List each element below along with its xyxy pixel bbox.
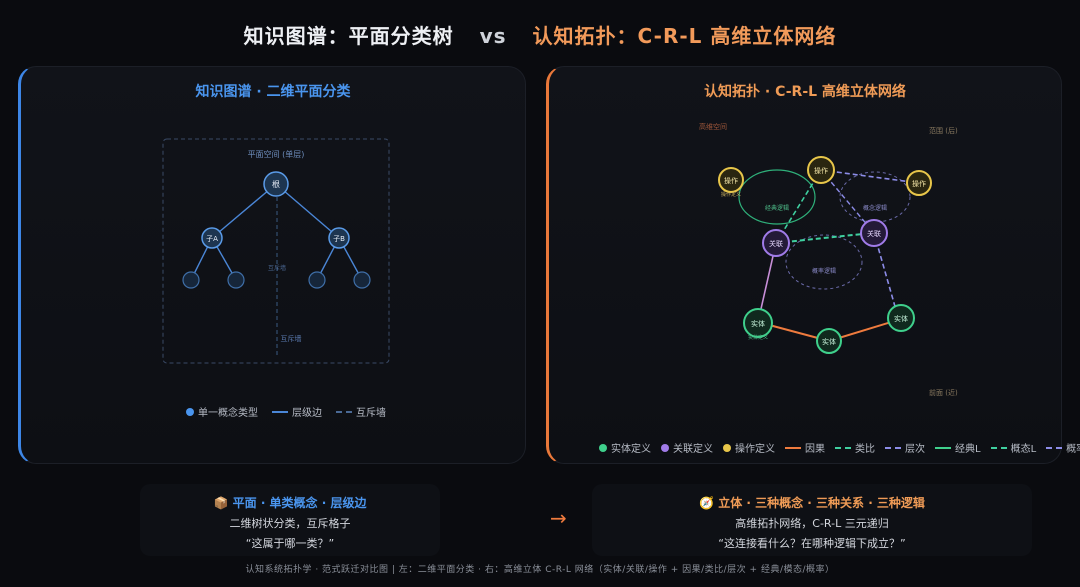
hierarchy-edge xyxy=(820,169,920,184)
left-panel: 知识图谱 · 二维平面分类 平面空间 (单层) 互斥墙 互斥墙 根 子A 子B … xyxy=(18,66,526,464)
legend-causal: 因果 xyxy=(785,440,825,455)
tree-edge xyxy=(211,183,277,239)
wall-label: 互斥墙 xyxy=(281,334,302,343)
right-panel-title: 认知拓扑 · C-R-L 高维立体网络 xyxy=(704,84,906,100)
relation-dot-icon xyxy=(661,443,669,452)
svg-text:概念逻辑: 概念逻辑 xyxy=(863,204,887,212)
left-summary-card: 📦 平面 · 单类概念 · 层级边 二维树状分类，互斥格子 “这属于哪一类？” xyxy=(140,484,440,556)
legend-item-wall: 互斥墙 xyxy=(336,404,386,419)
legend-item-concept: 单一概念类型 xyxy=(186,404,258,419)
operation-node xyxy=(718,167,744,193)
right-summary-card: 🧭 立体 · 三种概念 · 三种关系 · 三种逻辑 高维拓扑网络，C-R-L 三… xyxy=(592,484,1032,556)
svg-text:实体定义: 实体定义 xyxy=(748,334,768,341)
right-card-line2: “这连接看什么？在哪种逻辑下成立？” xyxy=(718,537,906,550)
leaf-node xyxy=(308,271,326,289)
arrow-right-icon: → xyxy=(550,506,567,530)
tree-edge xyxy=(275,183,340,239)
legend-prob: 概率L xyxy=(1046,440,1080,455)
child-a-label: 子A xyxy=(206,235,218,243)
entity-node xyxy=(887,304,915,332)
title-vs: vs xyxy=(479,24,507,48)
legend-relation: 关联定义 xyxy=(661,440,713,455)
legend-analogy: 类比 xyxy=(835,440,875,455)
svg-text:概率逻辑: 概率逻辑 xyxy=(812,267,836,275)
root-node xyxy=(263,171,289,197)
svg-text:经典逻辑: 经典逻辑 xyxy=(765,204,789,212)
left-card-line2: “这属于哪一类？” xyxy=(245,537,335,550)
svg-text:操作: 操作 xyxy=(814,166,828,175)
corner-label-br: 前面 (近) xyxy=(929,388,958,397)
causal-line-icon xyxy=(785,446,801,449)
legend-classic: 经典L xyxy=(935,440,981,455)
left-panel-title: 知识图谱 · 二维平面分类 xyxy=(195,84,351,100)
right-card-head: 🧭 立体 · 三种概念 · 三种关系 · 三种逻辑 xyxy=(699,496,925,510)
leaf-node xyxy=(182,271,200,289)
title-left: 知识图谱：平面分类树 xyxy=(243,24,454,48)
child-b-label: 子B xyxy=(333,235,345,243)
child-a-node xyxy=(201,227,223,249)
svg-text:实体: 实体 xyxy=(822,337,836,346)
legend-entity: 实体定义 xyxy=(599,440,651,455)
concept-logic-region xyxy=(839,171,911,223)
corner-label-tr: 范围 (后) xyxy=(929,126,958,135)
concept-dot-icon xyxy=(186,407,194,416)
analogy-edge xyxy=(775,232,873,244)
mid-wall-label: 互斥墙 xyxy=(268,264,286,272)
analogy-line-icon xyxy=(835,446,851,449)
root-node-label: 根 xyxy=(272,179,280,189)
hierarchy-line-icon xyxy=(885,446,901,449)
plane-frame xyxy=(162,138,390,364)
right-card-line1: 高维拓扑网络，C-R-L 三元递归 xyxy=(735,517,889,530)
compass-icon: 🧭 xyxy=(699,496,714,510)
leaf-node xyxy=(227,271,245,289)
plane-frame-label: 平面空间 (单层) xyxy=(248,149,305,159)
child-b-node xyxy=(328,227,350,249)
svg-text:实体: 实体 xyxy=(894,314,908,323)
svg-text:实体: 实体 xyxy=(751,319,765,328)
entity-node xyxy=(816,328,842,354)
svg-text:操作定义: 操作定义 xyxy=(721,191,741,198)
legend-item-edge: 层级边 xyxy=(272,404,322,419)
topology-diagram: 高维空间 范围 (后) 前面 (近) 经典逻辑 概念逻辑 概率逻辑 操作 操作定… xyxy=(699,122,958,397)
svg-text:关联: 关联 xyxy=(769,239,783,248)
left-card-head: 📦 平面 · 单类概念 · 层级边 xyxy=(213,496,367,510)
tree-diagram: 平面空间 (单层) 互斥墙 互斥墙 根 子A 子B xyxy=(162,138,390,364)
box-icon: 📦 xyxy=(213,496,229,510)
legend-operation: 操作定义 xyxy=(723,440,775,455)
operation-dot-icon xyxy=(723,443,731,452)
dashed-line-icon xyxy=(336,410,352,413)
entity-node xyxy=(743,308,773,338)
left-card-line1: 二维树状分类，互斥格子 xyxy=(229,517,351,530)
operation-node xyxy=(807,156,835,184)
svg-text:关联: 关联 xyxy=(867,229,881,238)
page-title: 知识图谱：平面分类树 vs 认知拓扑：C-R-L 高维立体网络 xyxy=(0,20,1080,49)
operation-node xyxy=(906,170,932,196)
modal-line-icon xyxy=(990,446,1007,449)
prob-logic-region xyxy=(785,234,863,290)
classic-logic-region xyxy=(738,169,816,225)
entity-dot-icon xyxy=(599,443,607,452)
title-right: 认知拓扑：C-R-L 高维立体网络 xyxy=(532,24,837,48)
relation-node xyxy=(762,229,790,257)
corner-label-tl: 高维空间 xyxy=(699,122,727,131)
leaf-node xyxy=(353,271,371,289)
footer-caption: 认知系统拓扑学 · 范式跃迁对比图 | 左：二维平面分类 · 右：高维立体 C-… xyxy=(245,565,835,575)
analogy-edge xyxy=(775,169,822,244)
svg-text:操作: 操作 xyxy=(724,176,738,185)
svg-text:操作: 操作 xyxy=(912,179,926,188)
legend-modal: 概态L xyxy=(990,440,1036,455)
left-legend: 单一概念类型 层级边 互斥墙 xyxy=(186,404,386,419)
prob-line-icon xyxy=(1046,446,1063,449)
solid-line-icon xyxy=(272,410,288,413)
right-legend: 实体定义 关联定义 操作定义 因果 类比 层次 经典L 概态L 概率L xyxy=(599,440,1080,455)
classic-line-icon xyxy=(935,446,951,449)
legend-hierarchy: 层次 xyxy=(885,440,925,455)
hierarchy-edge xyxy=(873,232,899,318)
right-panel: 认知拓扑 · C-R-L 高维立体网络 高维空间 范围 (后) 前面 (近) 经… xyxy=(546,66,1080,464)
relation-node xyxy=(860,219,888,247)
